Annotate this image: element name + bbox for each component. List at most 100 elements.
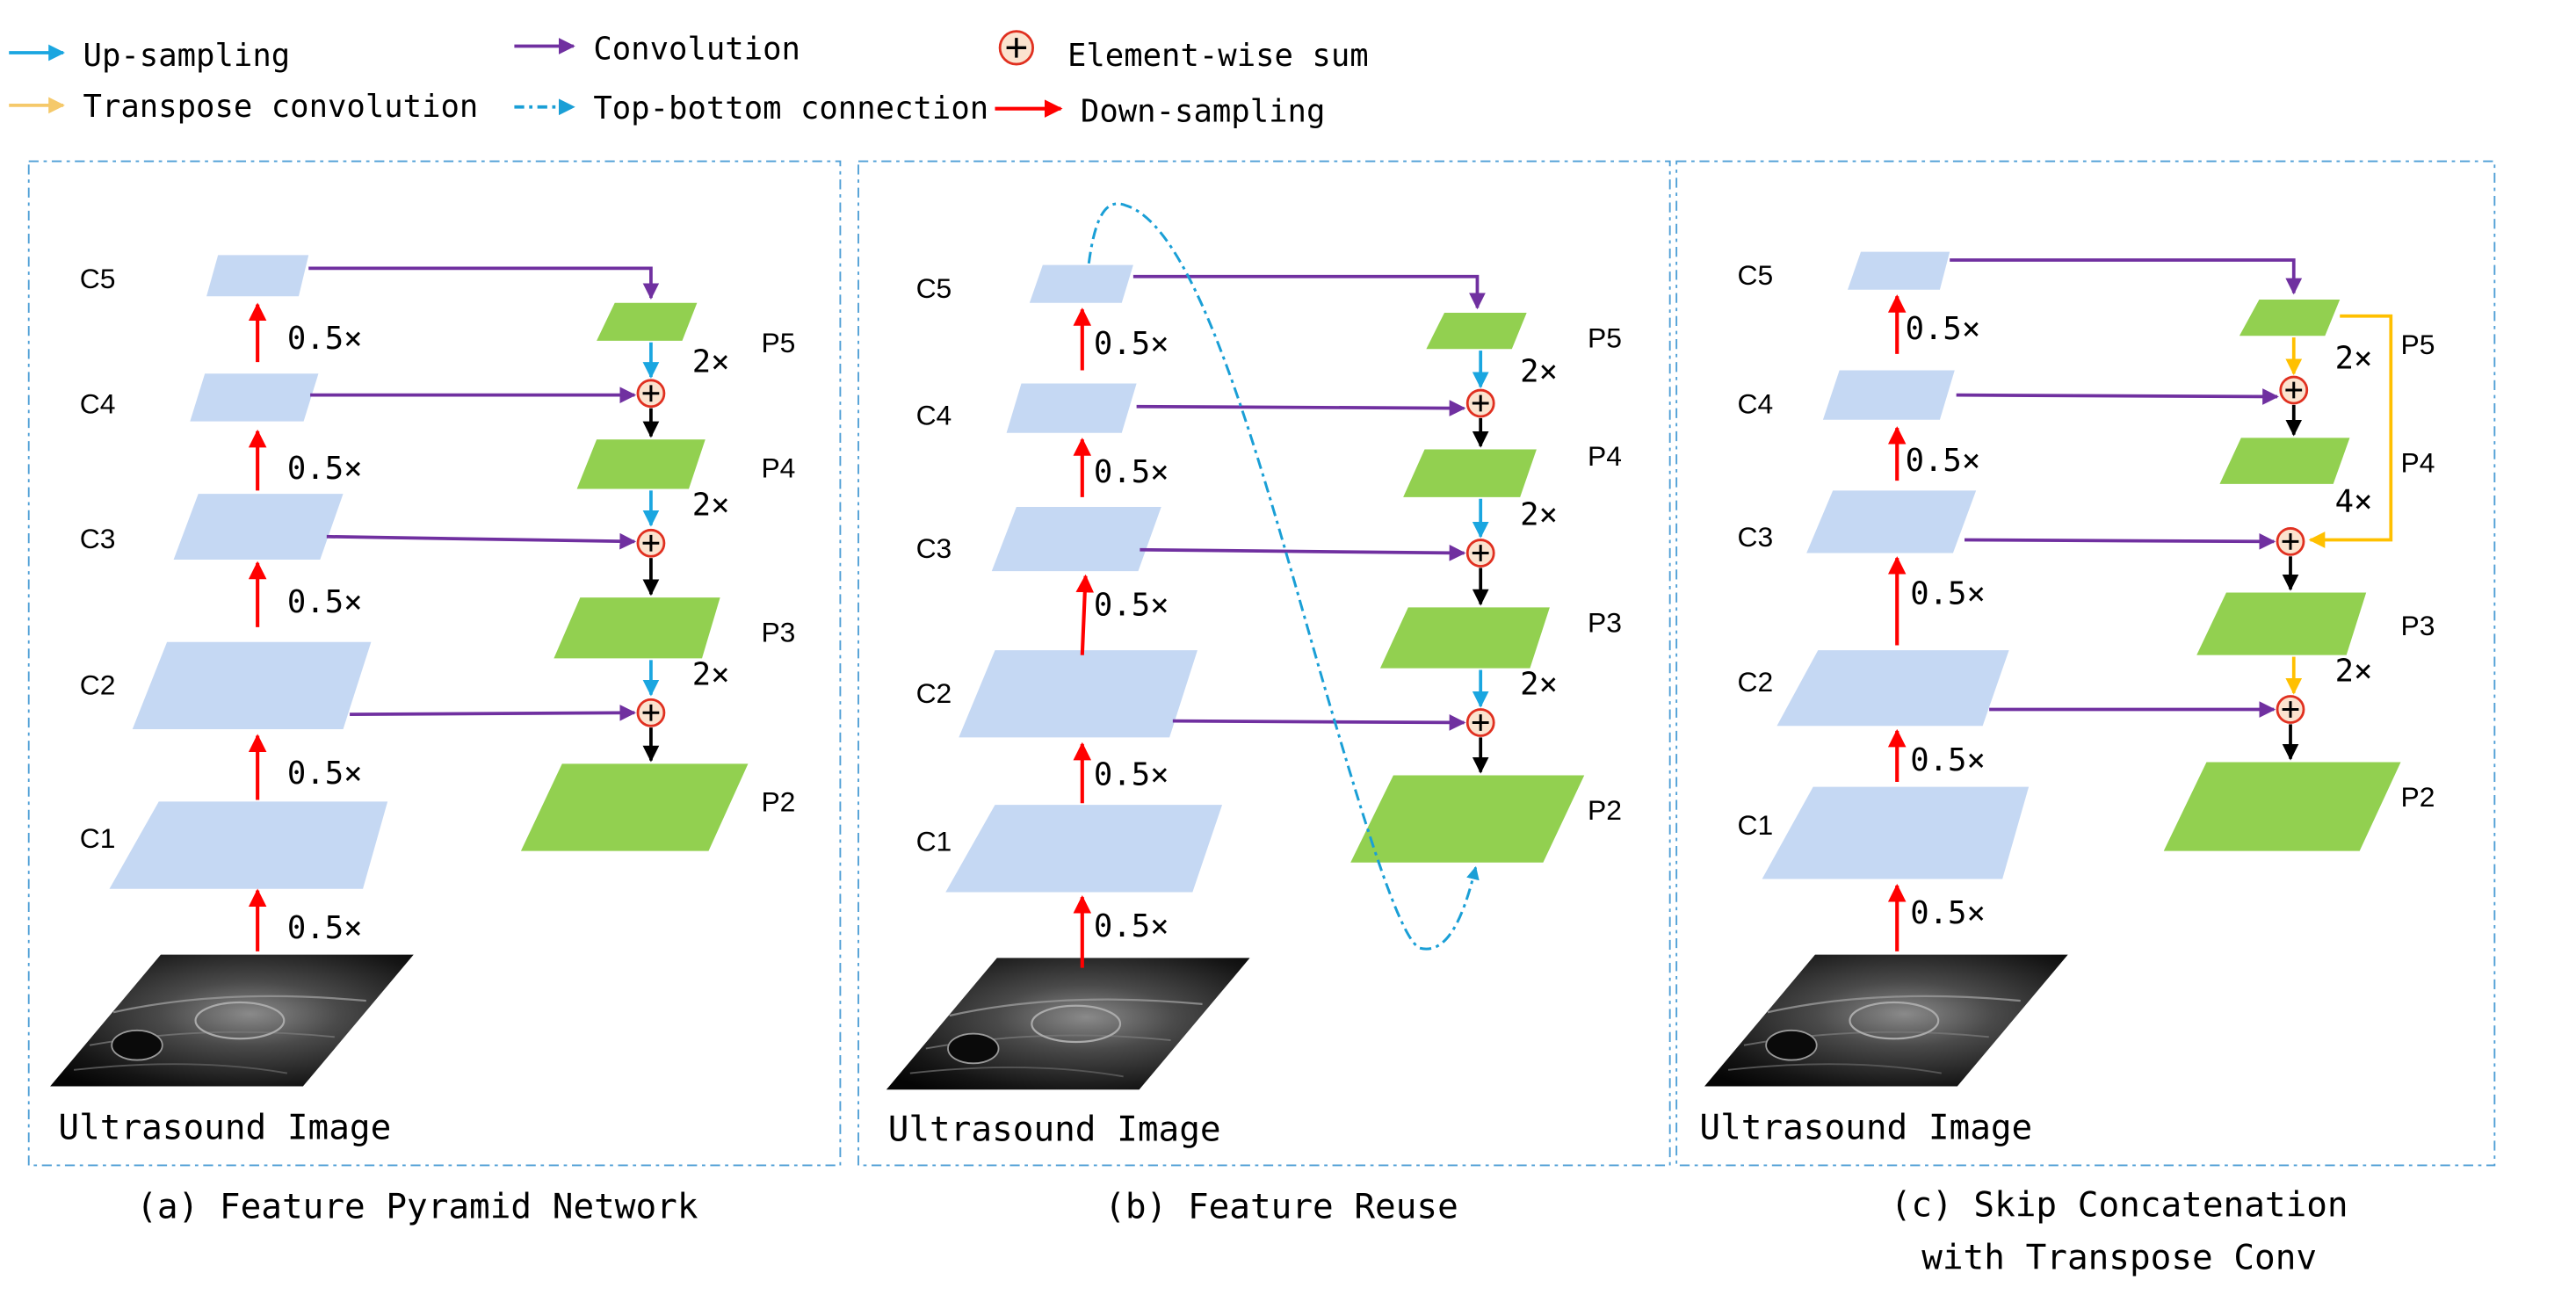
panel-c-c4-label: C4 xyxy=(1737,387,1773,419)
panel-a-p2-label: P2 xyxy=(761,786,795,818)
panel-c-c2-layer xyxy=(1776,650,2009,727)
panel-a-p4-label: P4 xyxy=(761,452,795,483)
panel-a: 0.5× 0.5× 0.5× 0.5× 0.5× C5 C4 C3 C2 C1 xyxy=(48,255,795,1148)
panel-a-conv-c2 xyxy=(350,704,637,721)
caption-b: (b) Feature Reuse xyxy=(1104,1186,1458,1226)
panel-b-scale-c3-c4: 0.5× xyxy=(1094,454,1169,490)
panel-b-border xyxy=(857,160,1671,1167)
panel-a-scale-c3-c4: 0.5× xyxy=(287,451,363,487)
panel-a-ultrasound-label: Ultrasound Image xyxy=(58,1108,391,1148)
panel-b-scale-c4-c5: 0.5× xyxy=(1094,326,1169,362)
panel-c-c3-label: C3 xyxy=(1737,521,1773,553)
panel-b-p4-layer xyxy=(1403,449,1537,497)
panel-a-c3-label: C3 xyxy=(80,523,116,554)
panel-a-conv-c3 xyxy=(326,532,637,550)
panel-a-scale-c1-c2: 0.5× xyxy=(287,756,363,792)
panel-b-scale-img-c1: 0.5× xyxy=(1094,908,1169,944)
panel-a-p4-layer xyxy=(576,439,706,489)
panel-b-c5-layer xyxy=(1029,264,1133,303)
panel-c: 0.5× 0.5× 0.5× 0.5× 0.5× C5 C4 C3 C2 C1 … xyxy=(1699,251,2435,1148)
panel-c-scale-c2-c3: 0.5× xyxy=(1910,576,1986,612)
panel-b-c5-label: C5 xyxy=(916,272,952,304)
legend-element-sum-label: Element-wise sum xyxy=(1067,38,1369,74)
panel-c-ultrasound-image xyxy=(1703,953,2069,1088)
panel-b-sum-2 xyxy=(1465,708,1495,737)
panel-a-sum-3 xyxy=(636,528,666,558)
panel-a-p2-layer xyxy=(520,763,749,851)
panel-c-ultrasound-label: Ultrasound Image xyxy=(1699,1108,2032,1148)
panel-c-p2-label: P2 xyxy=(2401,781,2435,813)
panel-c-scale-img-c1: 0.5× xyxy=(1910,895,1986,931)
panel-c-c5-label: C5 xyxy=(1737,259,1773,291)
panel-a-border xyxy=(27,160,842,1167)
panel-c-sum-2 xyxy=(2276,695,2305,724)
panel-b-c4-layer xyxy=(1006,383,1137,433)
panel-b-sum-4 xyxy=(1465,388,1495,418)
panel-b-p3-label: P3 xyxy=(1588,606,1622,638)
panel-a-up-scale-p4: 2× xyxy=(692,487,730,523)
panel-a-scale-c2-c3: 0.5× xyxy=(287,584,363,620)
panel-b-up-scale-p3: 2× xyxy=(1520,667,1558,703)
panel-c-border xyxy=(1675,160,2496,1167)
panel-c-c5-layer xyxy=(1848,251,1950,290)
panel-b-c3-layer xyxy=(991,507,1161,572)
panel-c-p2-layer xyxy=(2163,762,2401,851)
panel-b-conv-c2 xyxy=(1172,714,1466,731)
panel-c-conv-c4 xyxy=(1956,388,2279,405)
panel-a-c2-label: C2 xyxy=(80,669,116,701)
panel-b-sum-3 xyxy=(1465,539,1495,568)
panel-b-p5-label: P5 xyxy=(1588,322,1622,353)
legend: Up-sampling Transpose convolution Convol… xyxy=(9,30,1369,130)
panel-a-sum-2 xyxy=(636,698,666,727)
panel-a-up-scale-p3: 2× xyxy=(692,656,730,692)
panel-b-down-arrow-3 xyxy=(1075,574,1095,655)
panel-c-p4-layer xyxy=(2219,438,2350,484)
panel-c-c3-layer xyxy=(1806,490,1977,553)
panel-b-conv-c5 xyxy=(1132,274,1486,310)
panel-b-ultrasound-image xyxy=(885,957,1251,1091)
caption-c-line1: (c) Skip Concatenation xyxy=(1891,1185,2348,1226)
panel-c-p5-label: P5 xyxy=(2401,329,2435,360)
legend-transpose-label: Transpose convolution xyxy=(83,89,479,125)
panel-c-p4-label: P4 xyxy=(2401,447,2435,479)
panel-b-up-scale-p4: 2× xyxy=(1520,497,1558,533)
panel-c-up-scale-p5: 2× xyxy=(2335,341,2373,377)
panel-c-c4-layer xyxy=(1822,370,1955,420)
panel-c-scale-c1-c2: 0.5× xyxy=(1910,742,1986,778)
panel-c-p5-layer xyxy=(2239,299,2341,336)
panel-c-sum-3 xyxy=(2276,526,2305,556)
panel-a-p3-layer xyxy=(554,597,720,659)
panel-c-p3-label: P3 xyxy=(2401,610,2435,641)
panel-b-scale-c2-c3: 0.5× xyxy=(1094,588,1169,624)
panel-a-c4-label: C4 xyxy=(80,387,116,419)
panel-c-c1-layer xyxy=(1762,786,2030,879)
panel-a-c3-layer xyxy=(173,494,344,561)
panel-b-p5-layer xyxy=(1426,312,1527,350)
legend-downsampling-label: Down-sampling xyxy=(1081,94,1325,130)
panel-b-p4-label: P4 xyxy=(1588,440,1622,472)
panel-a-scale-img-c1: 0.5× xyxy=(287,910,363,946)
panel-a-ultrasound-image xyxy=(48,953,415,1088)
panel-b-c3-label: C3 xyxy=(916,532,952,564)
panel-c-c2-label: C2 xyxy=(1737,666,1773,698)
panel-b-p2-label: P2 xyxy=(1588,794,1622,826)
panel-a-p3-label: P3 xyxy=(761,617,795,648)
caption-a: (a) Feature Pyramid Network xyxy=(136,1186,698,1226)
panel-a-c1-layer xyxy=(109,801,388,889)
panel-a-sum-4 xyxy=(636,379,666,409)
panel-b-conv-c4 xyxy=(1136,400,1466,416)
caption-c-line2: with Transpose Conv xyxy=(1921,1238,2317,1278)
panel-b: 0.5× 0.5× 0.5× 0.5× 0.5× C5 C4 C3 C2 C1 … xyxy=(885,202,1622,1149)
panel-a-p5-layer xyxy=(597,302,698,341)
panel-a-scale-c4-c5: 0.5× xyxy=(287,321,363,357)
panel-c-sum-4 xyxy=(2279,375,2309,405)
panel-c-p3-layer xyxy=(2196,592,2367,655)
panel-a-c5-layer xyxy=(206,255,309,297)
panel-a-conv-c5 xyxy=(308,266,660,300)
panel-a-c4-layer xyxy=(190,373,319,422)
panel-b-c2-label: C2 xyxy=(916,677,952,709)
panel-a-c5-label: C5 xyxy=(80,263,116,294)
panel-a-up-scale-p5: 2× xyxy=(692,344,730,380)
panel-c-transpose-skip-p5-p3 xyxy=(2308,314,2393,548)
